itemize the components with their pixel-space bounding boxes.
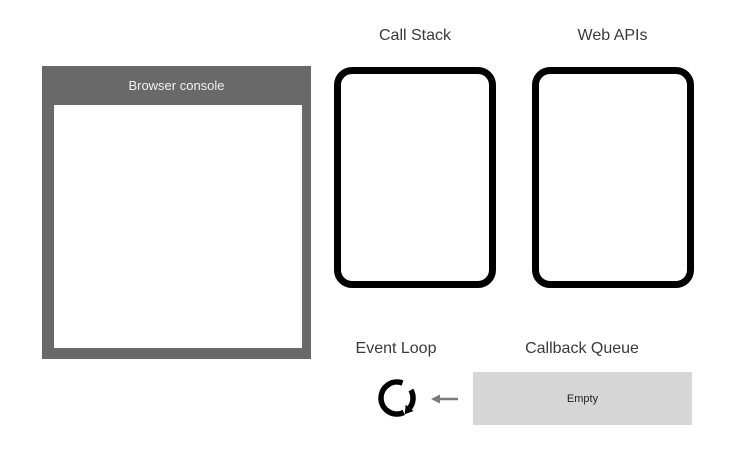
web-apis-box: [532, 67, 694, 288]
browser-console-output: [54, 105, 302, 348]
web-apis-label: Web APIs: [577, 27, 648, 44]
callback-queue-box: Empty: [473, 372, 692, 425]
browser-console-window: Browser console: [42, 66, 311, 359]
event-loop-icon: [374, 375, 420, 421]
callback-queue-label: Callback Queue: [525, 340, 639, 357]
call-stack-box: [334, 67, 496, 288]
callback-queue-status: Empty: [566, 392, 599, 405]
event-loop-label: Event Loop: [355, 340, 437, 357]
browser-console-title: Browser console: [128, 78, 225, 93]
call-stack-label: Call Stack: [378, 27, 452, 44]
queue-to-loop-left-arrow-icon: [430, 392, 460, 406]
